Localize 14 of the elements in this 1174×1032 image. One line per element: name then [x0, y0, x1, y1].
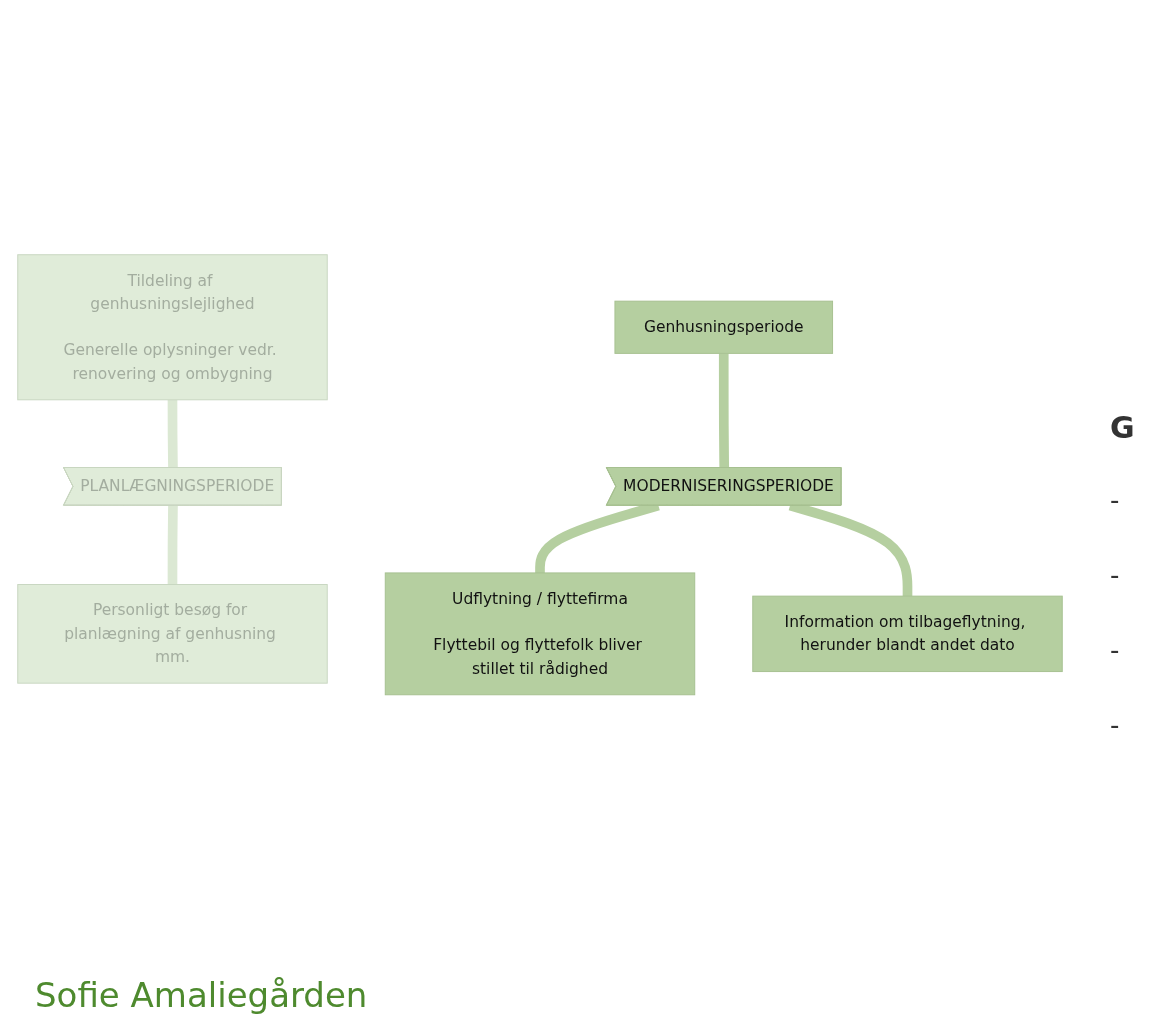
node-box: Udflytning / flyttefirma Flyttebil og flyttefolk bliver stillet til rådighed	[384, 572, 696, 696]
connector	[718, 353, 730, 469]
footer-title: Sofie Amaliegården	[35, 975, 368, 1015]
list-dash: -	[1110, 710, 1121, 740]
connector	[167, 505, 178, 585]
node-box: Tildeling af genhusningslejlighed Generelle oplysninger vedr. renovering og ombygning	[17, 254, 328, 401]
connector	[167, 400, 178, 469]
heading-letter: G	[1110, 410, 1136, 445]
node-box: Genhusningsperiode	[614, 300, 834, 355]
list-dash: -	[1110, 560, 1121, 590]
list-dash: -	[1110, 485, 1121, 515]
node-box: Personligt besøg for planlægning af genhusning mm.	[17, 584, 328, 684]
node-box: Information om tilbageflytning, herunder blandt andet dato	[752, 595, 1063, 673]
list-dash: -	[1110, 635, 1121, 665]
